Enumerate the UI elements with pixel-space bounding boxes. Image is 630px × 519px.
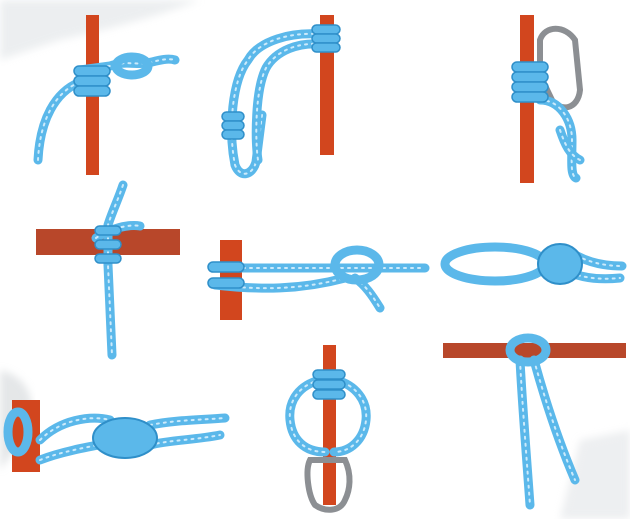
wrap-shape xyxy=(74,76,110,86)
figure-eight-loop-icon xyxy=(445,244,622,284)
rope-shape xyxy=(540,100,576,178)
anchor-carabiner-loop-icon xyxy=(290,345,366,510)
round-turn-two-half-hitches-icon xyxy=(208,240,425,320)
wrap-shape xyxy=(222,112,244,121)
wrap-shape xyxy=(222,130,244,139)
wrap-shape xyxy=(208,262,244,272)
wrap-shape xyxy=(74,86,110,96)
wrap-shape xyxy=(512,92,548,102)
wrap-shape xyxy=(313,380,345,389)
wrap-shape xyxy=(312,25,340,34)
knot-body-shape xyxy=(538,244,582,284)
wrap-shape xyxy=(95,240,121,249)
rope-shape xyxy=(38,82,80,160)
wrap-shape xyxy=(312,43,340,52)
wrap-shape xyxy=(208,278,244,288)
knot-body-shape xyxy=(93,418,157,458)
wrap-shape xyxy=(312,34,340,43)
wrap-shape xyxy=(313,390,345,399)
rope-shape xyxy=(534,360,575,480)
wrap-shape xyxy=(95,226,121,235)
figure-eight-bend-icon xyxy=(8,400,225,472)
wrap-shape xyxy=(512,62,548,72)
pole-shape xyxy=(323,345,336,505)
wrap-shape xyxy=(222,121,244,130)
shape-shape xyxy=(0,0,200,60)
wrap-shape xyxy=(313,370,345,379)
wrap-shape xyxy=(512,82,548,92)
wrap-shape xyxy=(74,66,110,76)
prusik-loop-icon xyxy=(222,15,340,174)
clove-hitch-horizontal-icon xyxy=(36,185,180,355)
loop-shape xyxy=(445,247,545,281)
carabiner-munter-hitch-icon xyxy=(512,15,580,183)
wrap-shape xyxy=(95,254,121,263)
rope-shape xyxy=(256,44,328,160)
wrap-shape xyxy=(512,72,548,82)
